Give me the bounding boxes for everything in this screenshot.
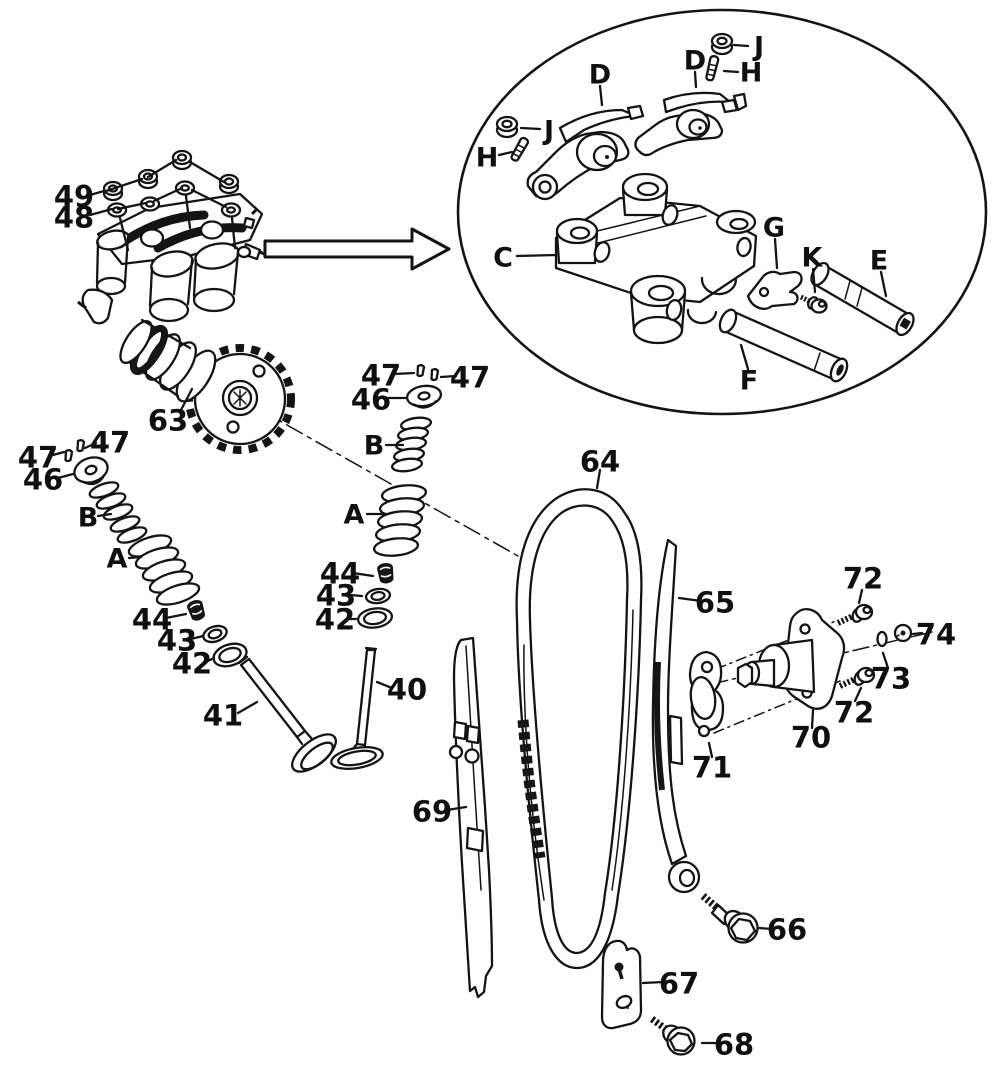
cam-chain: [515, 488, 643, 970]
valve-cotter: [430, 368, 440, 382]
part-label-46-mid: 46: [351, 382, 391, 416]
part-label-47-mid-a: 47: [361, 358, 401, 392]
rocker-holder-C: [554, 172, 758, 345]
part-label-74: 74: [916, 617, 956, 651]
spring-retainer-46: [405, 384, 443, 409]
sealing-washer-74: [893, 623, 913, 643]
detail-inset: [456, 8, 988, 416]
outer-spring-A: [127, 534, 201, 606]
stem-seal-43: [202, 624, 228, 644]
rocker-shaft-F: [718, 308, 849, 383]
stem-seal-43: [364, 587, 392, 605]
camshaft-body: [119, 318, 217, 403]
part-label-63: 63: [148, 403, 188, 437]
chain-guide-69: [448, 636, 494, 999]
outer-spring-A: [372, 484, 428, 557]
spring-retainer-46: [73, 456, 109, 486]
tensioner-body: [736, 608, 846, 710]
adjuster-screw-H-right: [705, 55, 720, 82]
leader-lines: [51, 43, 924, 1045]
part-label-47-mid-b: 47: [450, 360, 490, 394]
part-label-K: K: [802, 243, 824, 274]
valve-41: [237, 655, 337, 773]
part-label-67: 67: [659, 966, 699, 1000]
part-label-65: 65: [695, 585, 735, 619]
valve-stack-middle: [330, 364, 443, 770]
valve-40: [330, 646, 384, 770]
part-label-H-right: H: [740, 58, 763, 89]
spring-washer-42: [356, 607, 394, 629]
part-label-44-left: 44: [132, 602, 172, 636]
part-label-B-left: B: [78, 503, 99, 534]
part-label-C: C: [493, 243, 513, 274]
part-label-B-mid: B: [364, 431, 385, 462]
part-label-44-mid: 44: [320, 556, 360, 590]
part-label-42-left: 42: [172, 646, 212, 680]
spring-washer-42: [212, 642, 248, 668]
rocker-shaft-E: [810, 261, 915, 337]
part-label-G: G: [763, 213, 785, 244]
tensioner-bolt-72-top: [836, 603, 874, 626]
valve-stack-left: [64, 439, 337, 773]
adjuster-nut-J-right: [710, 32, 734, 56]
rocker-arm-D-left: [526, 104, 645, 201]
part-label-A-mid: A: [344, 500, 365, 531]
inset-ellipse: [456, 8, 988, 416]
adjuster-nut-J-left: [495, 115, 519, 139]
valve-cotter: [76, 439, 86, 453]
inner-spring-B: [88, 481, 148, 544]
part-label-F: F: [740, 366, 758, 397]
part-label-H-left: H: [476, 143, 499, 174]
part-label-D-right: D: [684, 46, 706, 77]
part-label-D-left: D: [589, 60, 611, 91]
detail-arrow: [263, 227, 451, 271]
part-label-71: 71: [692, 750, 732, 784]
part-label-73: 73: [871, 661, 911, 695]
rocker-arm-D-right: [634, 91, 748, 157]
part-label-72-top: 72: [843, 561, 883, 595]
part-label-47-left-a: 47: [18, 440, 58, 474]
valve-cotter: [64, 449, 74, 463]
part-label-A-left: A: [107, 544, 128, 575]
pivot-bolt-66: [700, 893, 759, 944]
part-label-47-left-b: 47: [90, 425, 130, 459]
bolt-K: [799, 294, 828, 314]
part-label-J-left: J: [542, 116, 554, 147]
part-label-66: 66: [767, 912, 807, 946]
spring-seat-44: [187, 599, 205, 621]
part-label-46-left: 46: [23, 462, 63, 496]
o-ring-73: [876, 630, 888, 648]
part-label-69: 69: [412, 794, 452, 828]
stopper-plate-G: [746, 270, 803, 310]
part-label-64: 64: [580, 444, 620, 478]
bolt-68: [649, 1016, 696, 1056]
valve-cotter: [416, 364, 426, 378]
tensioner-gasket: [688, 650, 725, 738]
adjuster-screw-H-left: [510, 136, 530, 162]
camshaft-sprocket: [119, 318, 295, 454]
rocker-assembly: [77, 192, 269, 325]
part-label-40: 40: [387, 672, 427, 706]
part-label-70: 70: [791, 720, 831, 754]
inner-spring-B: [390, 416, 433, 473]
part-label-E: E: [870, 246, 888, 277]
part-label-41: 41: [203, 698, 243, 732]
part-label-42-mid: 42: [315, 602, 355, 636]
setting-plate-67: [600, 939, 643, 1030]
spring-seat-44: [377, 563, 394, 584]
part-label-49: 49: [54, 179, 94, 213]
part-label-J-right: J: [752, 32, 764, 63]
tensioner-bolt-72-bottom: [838, 666, 876, 689]
chain-links-detail: [517, 719, 546, 859]
part-label-43-left: 43: [157, 623, 197, 657]
part-label-68: 68: [714, 1027, 754, 1061]
part-label-43-mid: 43: [316, 578, 356, 612]
chain-guide-65: [651, 538, 701, 894]
part-label-72-bottom: 72: [834, 695, 874, 729]
part-label-48: 48: [54, 200, 94, 234]
